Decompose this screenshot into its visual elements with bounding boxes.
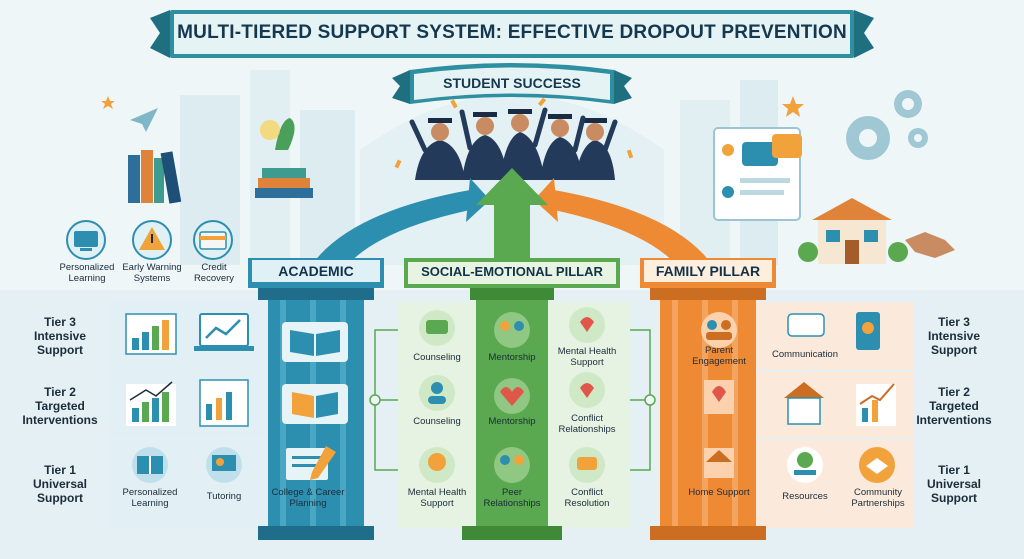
tier2-right-label: Tier 2 Targeted Interventions <box>916 385 992 427</box>
social-pillar-label: SOCIAL-EMOTIONAL PILLAR <box>421 264 603 279</box>
top-left-label-personalized: Personalized Learning <box>59 262 115 284</box>
report-icon <box>199 379 249 427</box>
tutoring-icon <box>206 447 242 483</box>
planning-document-icon <box>286 446 336 480</box>
family-resources: Resources <box>782 491 828 502</box>
family-parent-engagement: Parent Engagement <box>692 345 746 367</box>
house-illustration <box>798 198 908 264</box>
bar-chart-icon <box>125 313 177 355</box>
family-pillar-label: FAMILY PILLAR <box>655 263 761 279</box>
top-left-label-early-warning: Early Warning Systems <box>122 262 182 284</box>
social-t2-conflict-relationships: Conflict Relationships <box>558 413 616 435</box>
student-success-ribbon <box>392 63 632 104</box>
laptop-chart-icon <box>194 313 254 351</box>
star-icon <box>101 96 804 117</box>
tier2-left-label: Tier 2 Targeted Interventions <box>22 385 98 427</box>
tier3-right-label: Tier 3 Intensive Support <box>927 315 981 357</box>
handshake-icon <box>905 232 955 258</box>
page-title: MULTI-TIERED SUPPORT SYSTEM: EFFECTIVE D… <box>177 22 847 43</box>
academic-college-career: College & Career Planning <box>271 487 345 509</box>
academic-tutoring: Tutoring <box>206 491 242 502</box>
tier1-left-label: Tier 1 Universal Support <box>32 463 88 505</box>
student-success-banner: STUDENT SUCCESS <box>443 75 581 91</box>
family-label-plate <box>644 260 772 282</box>
gear-icon <box>846 90 928 160</box>
chat-screen-illustration <box>713 127 802 221</box>
social-label-plate <box>408 262 616 284</box>
social-t1-peer-relationships: Peer Relationships <box>483 487 541 509</box>
family-communication: Communication <box>772 349 838 360</box>
book-stack-icon <box>282 384 348 424</box>
family-icons <box>701 312 896 483</box>
books-illustration <box>128 118 313 204</box>
family-home-support: Home Support <box>688 487 750 498</box>
tier3-left-label: Tier 3 Intensive Support <box>33 315 87 357</box>
social-t2-counseling: Counseling <box>413 416 461 427</box>
top-left-icon-circles <box>66 220 233 260</box>
social-t3-mentorship: Mentorship <box>488 352 536 363</box>
social-icons <box>419 307 605 483</box>
open-book-icon <box>282 322 348 362</box>
social-connector-lines <box>369 329 656 471</box>
social-t3-mental-health: Mental Health Support <box>557 346 617 368</box>
social-t3-counseling: Counseling <box>413 352 461 363</box>
paper-plane-icon <box>130 108 158 132</box>
top-left-label-credit: Credit Recovery <box>193 262 235 284</box>
book-icon <box>132 447 168 483</box>
social-t2-mentorship: Mentorship <box>488 416 536 427</box>
social-t1-mental-health: Mental Health Support <box>407 487 467 509</box>
growth-chart-icon <box>126 381 176 426</box>
academic-personalized-learning: Personalized Learning <box>122 487 178 509</box>
family-community-partnerships: Community Partnerships <box>851 487 905 509</box>
social-t1-conflict-resolution: Conflict Resolution <box>564 487 610 509</box>
academic-label-plate <box>252 260 380 282</box>
academic-pillar-label: ACADEMIC <box>278 263 354 279</box>
title-banner <box>150 10 874 58</box>
tier1-right-label: Tier 1 Universal Support <box>926 463 982 505</box>
graduates-illustration <box>394 97 634 180</box>
